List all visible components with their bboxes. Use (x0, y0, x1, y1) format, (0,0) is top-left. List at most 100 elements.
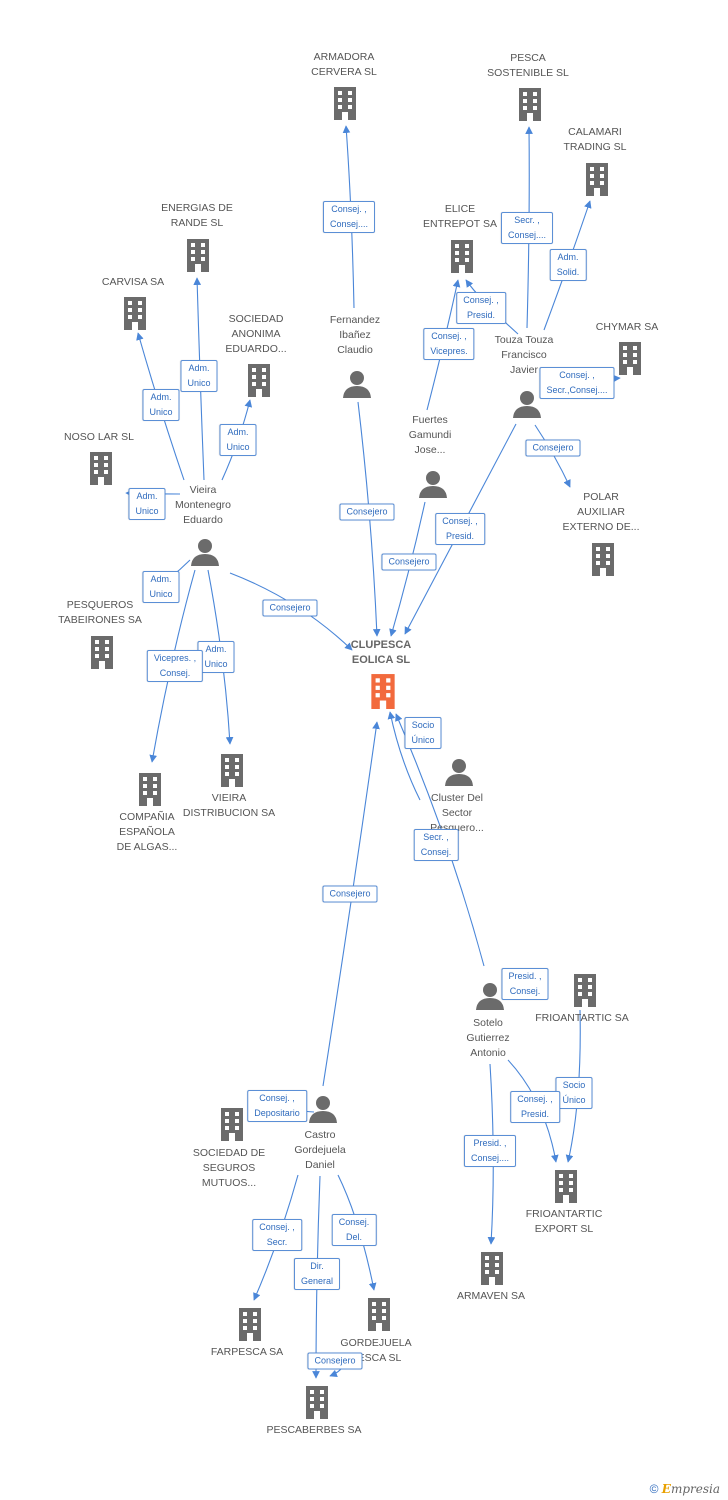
building-icon (124, 297, 146, 330)
node-label: Castro (304, 1129, 336, 1141)
node-fernandez-ibanez-claudio[interactable]: Fernandez Ibañez Claudio (330, 313, 380, 358)
node-chymar[interactable]: CHYMAR SA (596, 320, 658, 335)
node-label: Claudio (337, 344, 373, 356)
node-sociedad-seguros-mutuos[interactable]: SOCIEDAD DE SEGUROS MUTUOS... (193, 1146, 265, 1191)
node-label: EDUARDO... (225, 343, 287, 355)
node-vieira-montenegro-eduardo[interactable]: Vieira Montenegro Eduardo (175, 483, 231, 528)
node-label: Ibañez (339, 329, 371, 341)
node-label: TABEIRONES SA (58, 614, 142, 626)
node-label: Sector (441, 807, 473, 819)
person-icon (309, 1096, 337, 1123)
node-label: ANONIMA (231, 328, 281, 340)
role-badge[interactable]: Secr. ,Consej. (413, 829, 459, 861)
person-icon (476, 983, 504, 1010)
node-label: Montenegro (174, 499, 232, 511)
node-noso-lar[interactable]: NOSO LAR SL (64, 430, 134, 445)
node-label: EOLICA SL (351, 654, 411, 666)
node-pesca-sostenible[interactable]: PESCA SOSTENIBLE SL (487, 51, 569, 81)
role-badge[interactable]: Consejero (339, 503, 395, 521)
node-label: Eduardo (183, 514, 223, 526)
role-badge[interactable]: Adm.Unico (219, 424, 257, 456)
role-badge[interactable]: Presid. ,Consej. (501, 968, 549, 1000)
node-label: ARMADORA (313, 51, 375, 63)
node-pesqueros-tabeirones[interactable]: PESQUEROS TABEIRONES SA (58, 598, 142, 628)
node-label: Gamundi (408, 429, 452, 441)
person-icon (191, 539, 219, 566)
node-polar-auxiliar[interactable]: POLAR AUXILIAR EXTERNO DE... (562, 490, 639, 535)
role-badge[interactable]: Consejero (307, 1352, 363, 1370)
role-badge[interactable]: Adm.Unico (180, 360, 218, 392)
node-label: ENERGIAS DE (161, 202, 233, 214)
node-compania-espanola-algas[interactable]: COMPAÑIA ESPAÑOLA DE ALGAS... (117, 810, 178, 855)
building-icon (586, 163, 608, 196)
node-elice-entrepot[interactable]: ELICE ENTREPOT SA (423, 202, 497, 232)
role-badge[interactable]: Consej. ,Presid. (435, 513, 485, 545)
node-label: FARPESCA SA (210, 1346, 284, 1358)
node-label: Jose... (414, 444, 446, 456)
building-icon (592, 543, 614, 576)
node-label: COMPAÑIA (119, 811, 175, 823)
node-energias-rande[interactable]: ENERGIAS DE RANDE SL (161, 201, 233, 231)
role-badge[interactable]: Consej. ,Consej.... (322, 201, 376, 233)
node-sociedad-anonima-eduardo[interactable]: SOCIEDAD ANONIMA EDUARDO... (225, 312, 286, 357)
node-label: Gutierrez (466, 1032, 510, 1044)
node-label: ELICE (444, 203, 476, 215)
node-label: RANDE SL (170, 217, 224, 229)
node-sotelo-gutierrez-antonio[interactable]: Sotelo Gutierrez Antonio (466, 1016, 509, 1061)
node-frioantartic-export[interactable]: FRIOANTARTIC EXPORT SL (526, 1207, 603, 1237)
node-armaven[interactable]: ARMAVEN SA (457, 1289, 525, 1304)
role-badge[interactable]: Presid. ,Consej.... (463, 1135, 517, 1167)
node-calamari-trading[interactable]: CALAMARI TRADING SL (563, 125, 626, 155)
node-armadora-cervera[interactable]: ARMADORA CERVERA SL (311, 50, 377, 80)
role-badge[interactable]: Consej. ,Vicepres. (423, 328, 475, 360)
copyright-brand[interactable]: © Empresia (650, 1482, 720, 1496)
node-label: PESQUEROS (66, 599, 134, 611)
node-touza-touza-francisco[interactable]: Touza Touza Francisco Javier (495, 333, 554, 378)
role-badge[interactable]: Dir.General (293, 1258, 341, 1290)
node-label: Fernandez (329, 314, 381, 326)
node-label: TRADING SL (563, 141, 627, 153)
building-icon (90, 452, 112, 485)
role-badge[interactable]: Consej. ,Presid. (456, 292, 506, 324)
edge-castro-clupesca (322, 721, 380, 1087)
role-badge[interactable]: Vicepres. ,Consej. (146, 650, 204, 682)
node-fuertes-gamundi-jose[interactable]: Fuertes Gamundi Jose... (409, 413, 452, 458)
role-badge[interactable]: Adm.Solid. (549, 249, 587, 281)
role-badge[interactable]: Consej. ,Depositario (247, 1090, 307, 1122)
node-label: AUXILIAR (577, 506, 625, 518)
role-badge[interactable]: Secr. ,Consej.... (500, 212, 554, 244)
node-label: POLAR (583, 491, 619, 503)
node-frioantartic[interactable]: FRIOANTARTIC SA (535, 1011, 629, 1026)
role-badge[interactable]: Consejero (525, 439, 581, 457)
role-badge[interactable]: Consejero (381, 553, 437, 571)
node-gordejuela-pesca[interactable]: GORDEJUELA PESCA SL (340, 1336, 411, 1366)
node-vieira-distribucion[interactable]: VIEIRA DISTRIBUCION SA (183, 791, 275, 821)
node-label: SOSTENIBLE SL (487, 67, 569, 79)
node-carvisa[interactable]: CARVISA SA (102, 275, 164, 290)
role-badge[interactable]: Adm.Unico (142, 571, 180, 603)
node-label: EXPORT SL (534, 1223, 594, 1235)
building-icon (481, 1252, 503, 1285)
node-label: CHYMAR SA (595, 321, 659, 333)
building-icon (451, 240, 473, 273)
node-clupesca-eolica-main[interactable]: CLUPESCA EOLICA SL (351, 638, 412, 668)
node-pescaberbes[interactable]: PESCABERBES SA (266, 1423, 361, 1438)
node-label: GORDEJUELA (340, 1337, 412, 1349)
role-badge[interactable]: Consej. ,Secr. (252, 1219, 302, 1251)
role-badge[interactable]: Consejero (322, 885, 378, 903)
role-badge[interactable]: Consej. ,Secr.,Consej.... (539, 367, 615, 399)
role-badge[interactable]: Adm.Unico (128, 488, 166, 520)
node-label: Touza Touza (494, 334, 554, 346)
building-icon-main (371, 674, 395, 709)
role-badge[interactable]: Consej.Del. (331, 1214, 377, 1246)
role-badge[interactable]: Consejero (262, 599, 318, 617)
role-badge[interactable]: Consej. ,Presid. (510, 1091, 560, 1123)
role-badge[interactable]: Adm.Unico (197, 641, 235, 673)
role-badge[interactable]: Adm.Unico (142, 389, 180, 421)
node-farpesca[interactable]: FARPESCA SA (211, 1345, 283, 1360)
node-castro-gordejuela-daniel[interactable]: Castro Gordejuela Daniel (294, 1128, 345, 1173)
building-icon (334, 87, 356, 120)
building-icon (574, 974, 596, 1007)
